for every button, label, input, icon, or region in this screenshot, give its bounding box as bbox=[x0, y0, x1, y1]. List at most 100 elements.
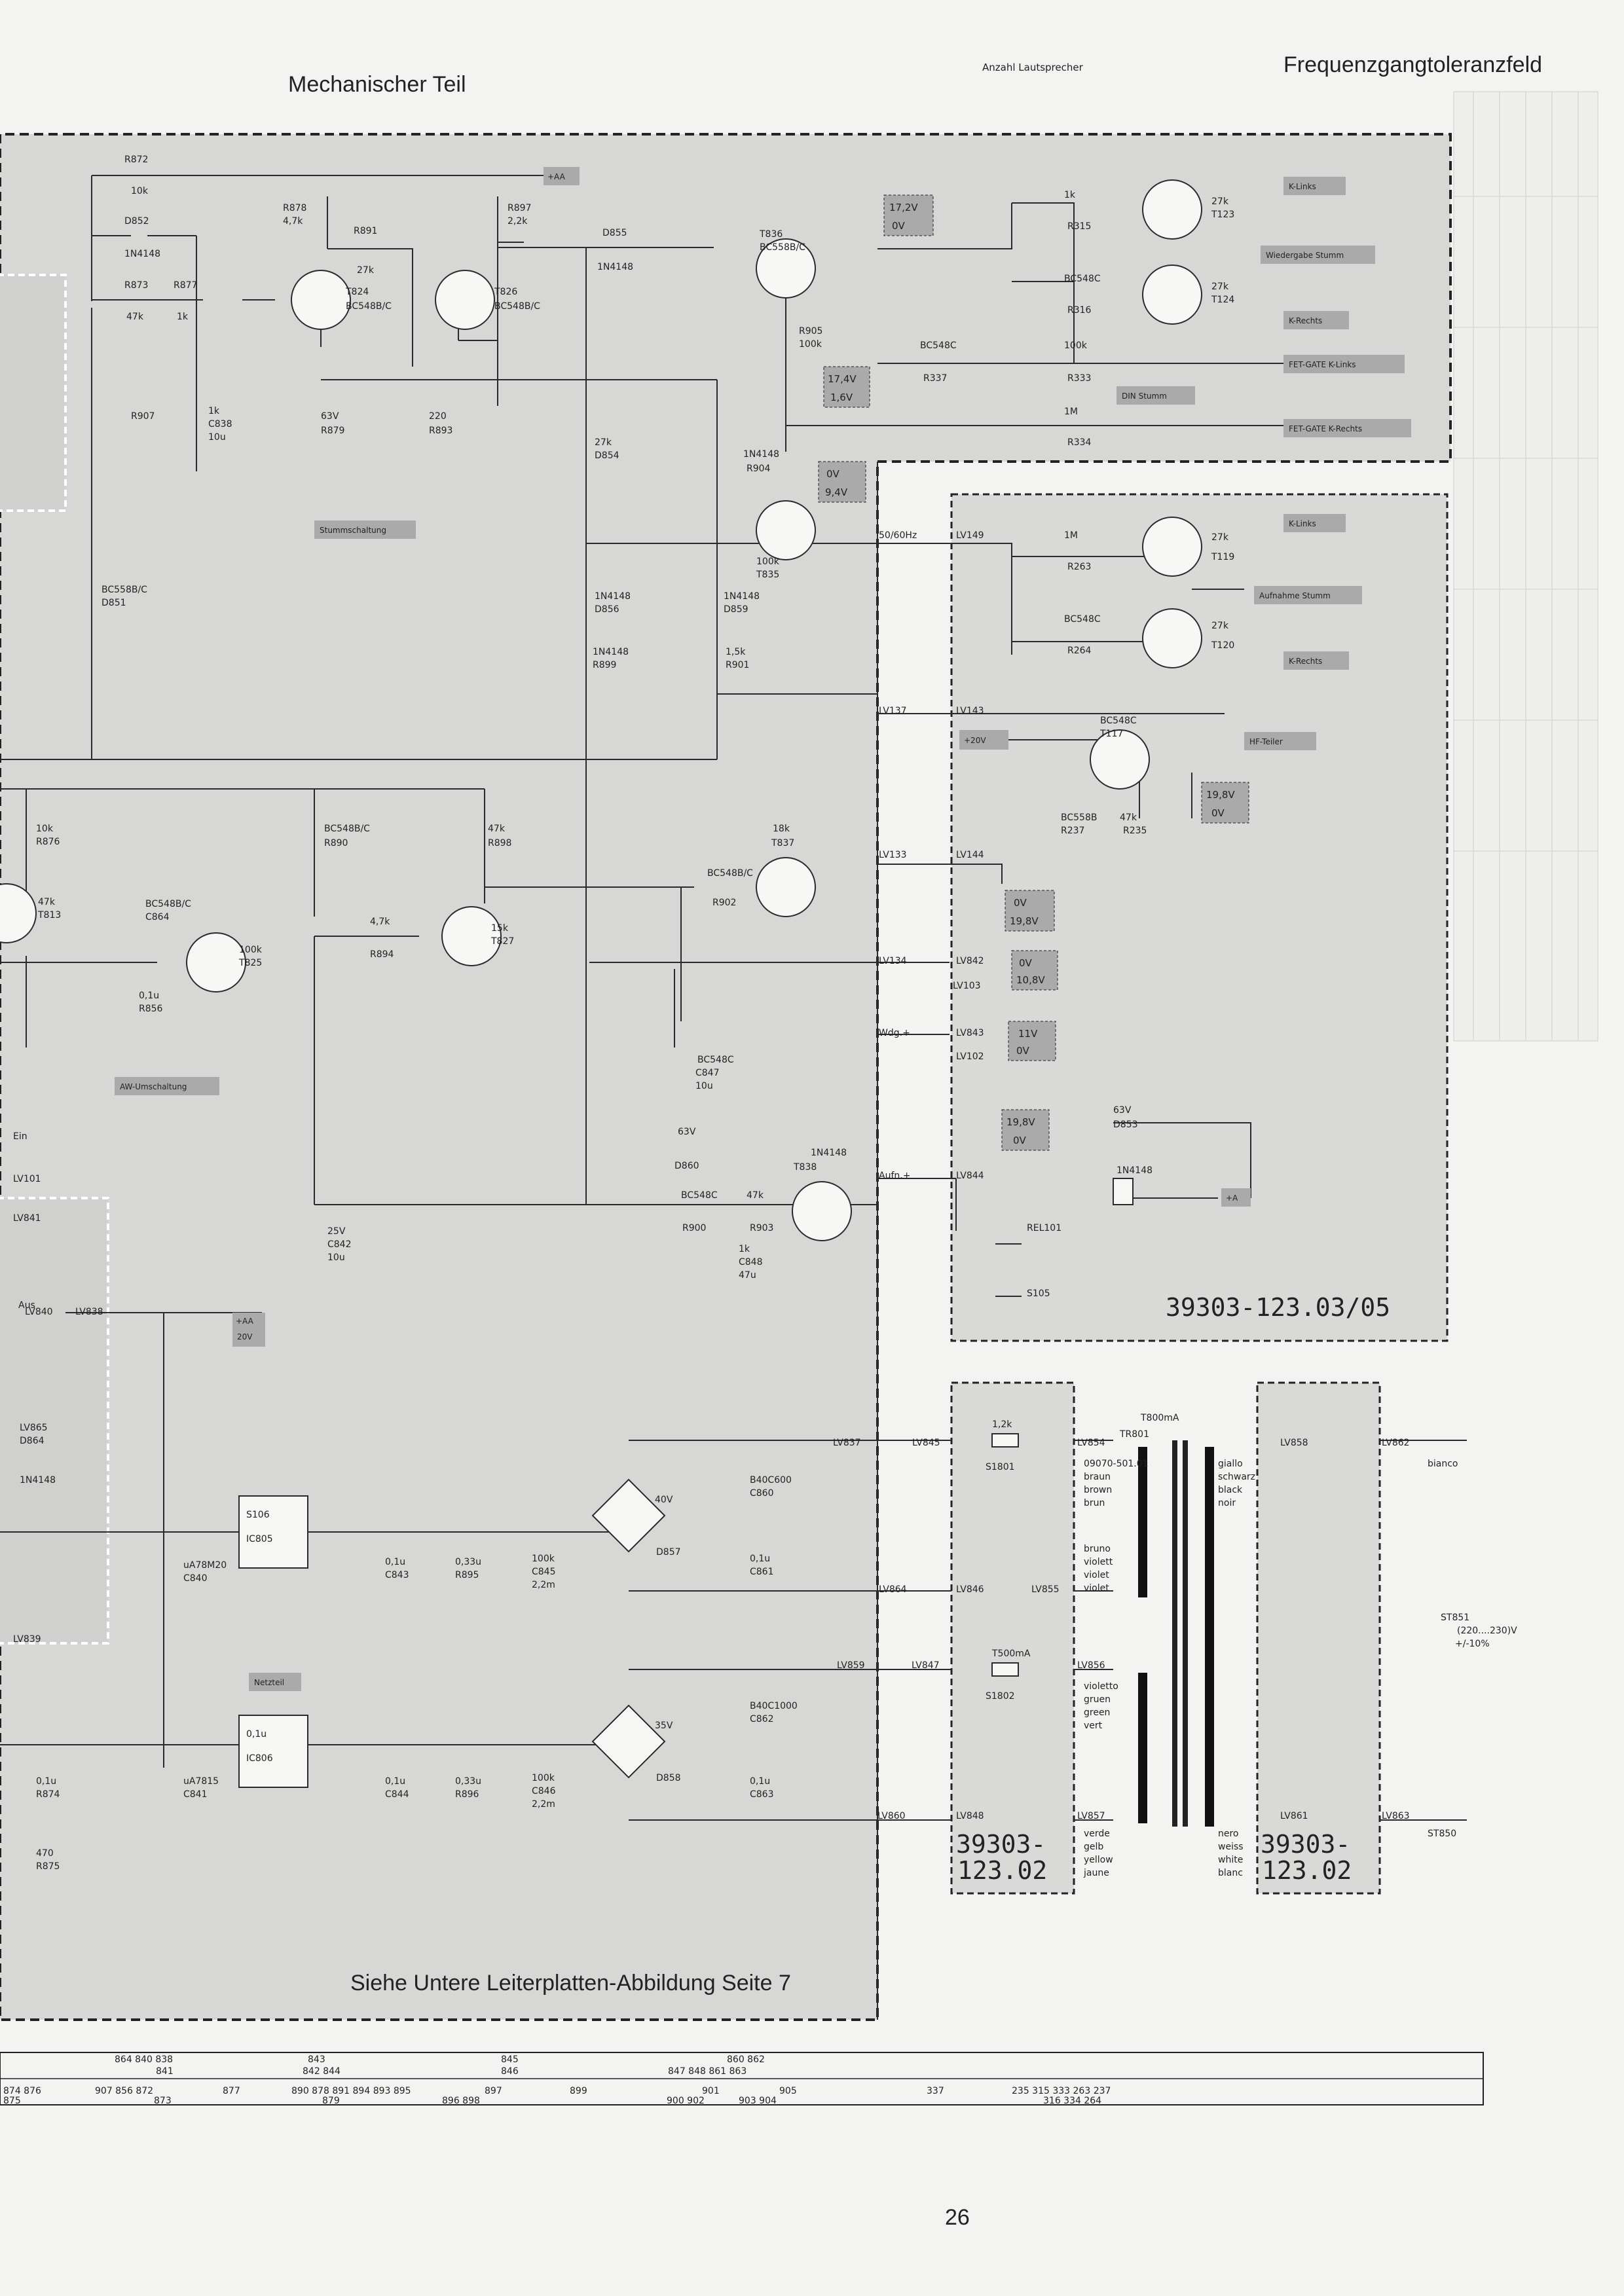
component-label: T826 bbox=[494, 287, 517, 297]
component-label: R901 bbox=[726, 660, 749, 670]
component-label: D858 bbox=[656, 1773, 681, 1783]
component-label: LV848 bbox=[956, 1811, 984, 1821]
transistors bbox=[0, 179, 1202, 1241]
component-label: T800mA bbox=[1140, 1413, 1179, 1423]
component-label: S1802 bbox=[986, 1691, 1015, 1702]
block-fetr: FET-GATE K-Rechts bbox=[1283, 419, 1411, 437]
component-label: verde bbox=[1084, 1829, 1110, 1839]
component-label: C843 bbox=[385, 1570, 409, 1580]
parts-index-cell: 905 bbox=[779, 2086, 797, 2096]
component-label: braun bbox=[1084, 1472, 1111, 1482]
component-label: LV864 bbox=[879, 1584, 907, 1595]
transistor-t826 bbox=[435, 270, 495, 330]
svg-text:Stummschaltung: Stummschaltung bbox=[320, 526, 386, 535]
component-label: C860 bbox=[750, 1488, 774, 1499]
component-label: 100k bbox=[756, 556, 780, 567]
component-label: LV857 bbox=[1077, 1811, 1105, 1821]
component-label: R237 bbox=[1061, 826, 1084, 836]
wiring-sub bbox=[877, 543, 1251, 1297]
svg-text:0V: 0V bbox=[1014, 897, 1027, 909]
component-label: 35V bbox=[655, 1721, 673, 1731]
page-number: 26 bbox=[945, 2205, 970, 2230]
component-label: 1,2k bbox=[992, 1419, 1012, 1430]
component-label: T835 bbox=[756, 570, 779, 580]
header-mid: Anzahl Lautsprecher bbox=[982, 62, 1084, 73]
component-label: 0,1u bbox=[385, 1776, 405, 1787]
component-label: C846 bbox=[532, 1786, 556, 1796]
component-label: 27k bbox=[1211, 282, 1229, 292]
component-label: +/-10% bbox=[1455, 1639, 1490, 1649]
component-label: C838 bbox=[208, 419, 232, 429]
component-label: S1801 bbox=[986, 1462, 1015, 1472]
component-label: violet bbox=[1084, 1583, 1109, 1594]
svg-text:K-Rechts: K-Rechts bbox=[1289, 316, 1322, 325]
component-label: 2,2m bbox=[532, 1799, 555, 1810]
component-label: D855 bbox=[602, 228, 627, 238]
block-aa1: +AA bbox=[544, 167, 580, 185]
component-label: 1N4148 bbox=[595, 591, 631, 602]
component-label: S105 bbox=[1027, 1288, 1050, 1299]
component-label: gelb bbox=[1084, 1842, 1103, 1852]
component-label: LV144 bbox=[956, 850, 984, 860]
header-right: Frequenzgangtoleranzfeld bbox=[1283, 52, 1542, 77]
svg-text:10,8V: 10,8V bbox=[1016, 974, 1045, 986]
fuse-s1802 bbox=[991, 1662, 1019, 1677]
component-label: LV149 bbox=[956, 530, 984, 541]
component-label: D860 bbox=[674, 1161, 699, 1171]
component-label: 1,5k bbox=[726, 647, 746, 657]
component-label: 47k bbox=[38, 897, 56, 907]
component-label: LV838 bbox=[75, 1307, 103, 1317]
component-label: T824 bbox=[345, 287, 369, 297]
component-label: 0,33u bbox=[455, 1776, 481, 1787]
component-label: T827 bbox=[490, 936, 514, 947]
component-label: 47k bbox=[1120, 812, 1137, 823]
svg-text:19,8V: 19,8V bbox=[1010, 915, 1039, 927]
parts-index-cell: 896 898 bbox=[442, 2096, 480, 2106]
board-id-right-a: 39303- bbox=[1261, 1830, 1350, 1859]
component-label: R874 bbox=[36, 1789, 60, 1800]
component-label: R316 bbox=[1067, 305, 1092, 316]
component-label: LV845 bbox=[912, 1438, 940, 1448]
parts-index-cell: 897 bbox=[485, 2086, 502, 2096]
component-label: 1k bbox=[177, 312, 189, 322]
component-label: white bbox=[1218, 1855, 1243, 1865]
block-kr2: K-Rechts bbox=[1283, 651, 1349, 670]
component-label: BC548C bbox=[1064, 614, 1101, 625]
ics bbox=[238, 1178, 1134, 1788]
component-label: BC548C bbox=[1064, 274, 1101, 284]
component-label: C842 bbox=[327, 1239, 352, 1250]
component-label: uA7815 bbox=[183, 1776, 219, 1787]
component-label: 2,2k bbox=[507, 216, 528, 227]
component-label: ST850 bbox=[1428, 1829, 1456, 1839]
component-label: D854 bbox=[595, 450, 619, 461]
component-label: blanc bbox=[1218, 1868, 1243, 1878]
header-left: Mechanischer Teil bbox=[288, 72, 466, 97]
transformer-tr801 bbox=[1138, 1440, 1214, 1827]
component-label: 47k bbox=[126, 312, 144, 322]
board-id-right-b: 123.02 bbox=[1262, 1856, 1352, 1885]
component-label: R334 bbox=[1067, 437, 1092, 448]
component-label: 1N4148 bbox=[597, 262, 633, 272]
board-transformer bbox=[950, 1381, 1381, 1895]
component-label: LV102 bbox=[956, 1051, 984, 1062]
svg-text:17,2V: 17,2V bbox=[889, 202, 918, 213]
parts-index-cell: 901 bbox=[702, 2086, 720, 2096]
component-label: R872 bbox=[124, 155, 148, 165]
component-label: 25V bbox=[327, 1226, 346, 1237]
component-label: 0,1u bbox=[385, 1557, 405, 1567]
block-hf: HF-Teiler bbox=[1244, 732, 1316, 750]
transistor-t835 bbox=[756, 500, 816, 560]
component-label: 4,7k bbox=[370, 917, 390, 927]
component-label: BC548C bbox=[920, 340, 957, 351]
parts-index-cell: 847 848 861 863 bbox=[668, 2066, 747, 2077]
bridge-d857 bbox=[591, 1478, 666, 1553]
component-label: BC548C bbox=[697, 1055, 734, 1065]
board-left-inner bbox=[0, 274, 109, 1645]
component-label: LV860 bbox=[877, 1811, 906, 1821]
component-label: R878 bbox=[283, 203, 306, 213]
component-label: R900 bbox=[682, 1223, 706, 1233]
component-label: R337 bbox=[923, 373, 947, 384]
component-label: giallo bbox=[1218, 1459, 1243, 1469]
